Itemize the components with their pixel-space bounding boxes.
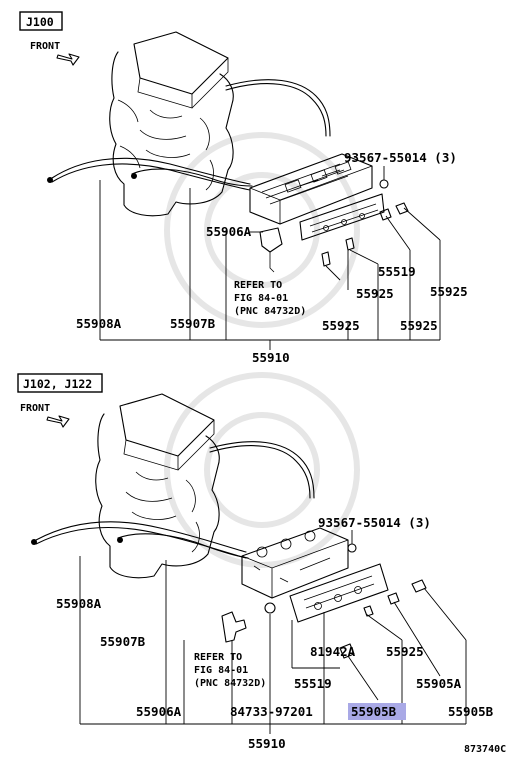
label-55906a-j100: 55906A xyxy=(206,224,252,239)
label-55925-a-j100: 55925 xyxy=(356,286,394,301)
knob-55905b-icon xyxy=(339,643,355,659)
label-55905b-j102: 55905B xyxy=(448,704,494,719)
control-panel-bezel xyxy=(299,193,385,241)
cable-end-icon xyxy=(131,173,137,179)
label-55905a-j102: 55905A xyxy=(416,676,462,691)
section-tag-j100: J100 xyxy=(26,15,54,29)
cable-55908a-inner xyxy=(35,526,247,559)
knob-55905a-icon xyxy=(387,592,400,605)
label-refer-line3-j102: (PNC 84732D) xyxy=(194,678,266,689)
cable-end-icon xyxy=(117,537,123,543)
label-55910-j100: 55910 xyxy=(252,350,290,365)
knob-55925-icon xyxy=(379,208,392,221)
cable-upper-inner xyxy=(209,445,311,499)
label-refer-line2-j102: FIG 84-01 xyxy=(194,665,248,676)
knob-55925-icon xyxy=(321,251,331,267)
bolt-icon xyxy=(347,543,357,553)
cable-end-icon xyxy=(47,177,53,183)
label-55925-b-j100: 55925 xyxy=(430,284,468,299)
cable-end-icon xyxy=(31,539,37,545)
section-j102-j122: J102, J122 FRONT xyxy=(17,373,494,751)
label-bolt-j100: 93567-55014 (3) xyxy=(344,150,457,165)
leader-lines-j100 xyxy=(99,166,441,350)
knob-55925-icon xyxy=(395,202,409,215)
label-refer-line1-j100: REFER TO xyxy=(234,280,282,291)
knob-55925-icon xyxy=(363,605,374,617)
label-55908a-j100: 55908A xyxy=(76,316,122,331)
label-55925-j102: 55925 xyxy=(386,644,424,659)
label-55519-j102: 55519 xyxy=(294,676,332,691)
engine-outline xyxy=(109,31,234,217)
section-tag-box-j102 xyxy=(17,373,103,393)
label-81942a-j102: 81942A xyxy=(310,644,356,659)
watermark xyxy=(164,132,360,568)
highlight-box xyxy=(348,703,406,720)
grommet-55519-icon xyxy=(264,602,276,614)
label-55925-c-j100: 55925 xyxy=(322,318,360,333)
label-84733-j102: 84733-97201 xyxy=(230,704,313,719)
cable-55907b xyxy=(117,533,249,559)
section-tag-box-j100 xyxy=(19,11,63,31)
label-55925-d-j100: 55925 xyxy=(400,318,438,333)
cable-55908a xyxy=(35,521,247,553)
label-55906a-j102: 55906A xyxy=(136,704,182,719)
cable-upper-inner xyxy=(225,83,327,137)
label-refer-line1-j102: REFER TO xyxy=(194,652,242,663)
bracket-55906a-icon xyxy=(259,227,283,253)
cable-55908a xyxy=(51,157,251,185)
label-55908a-j102: 55908A xyxy=(56,596,102,611)
figure-code: 873740C xyxy=(464,744,506,755)
heater-control-unit xyxy=(241,527,349,599)
knob-55905b-icon xyxy=(411,579,427,593)
label-55519-j100: 55519 xyxy=(378,264,416,279)
control-panel-bezel xyxy=(289,563,389,623)
label-55910-j102: 55910 xyxy=(248,736,286,751)
resistor-84733-icon xyxy=(221,611,247,643)
leader-lines-j102 xyxy=(79,530,467,734)
section-tag-j102: J102, J122 xyxy=(23,377,92,391)
cable-upper xyxy=(225,79,331,137)
section-j100: J100 FRONT xyxy=(19,11,468,365)
label-refer-line2-j100: FIG 84-01 xyxy=(234,293,288,304)
heater-control-unit xyxy=(249,153,373,225)
knob-55925-icon xyxy=(345,237,355,251)
front-label-j102: FRONT xyxy=(20,403,50,414)
bracket-wire-icon xyxy=(269,252,275,273)
label-55907b-j102: 55907B xyxy=(100,634,146,649)
engine-outline xyxy=(95,393,220,579)
front-arrow-icon xyxy=(56,53,80,66)
front-arrow-icon xyxy=(46,415,70,428)
cable-55907b xyxy=(131,168,253,187)
cable-upper xyxy=(209,441,315,499)
label-55907b-j100: 55907B xyxy=(170,316,216,331)
label-bolt-j102: 93567-55014 (3) xyxy=(318,515,431,530)
label-refer-line3-j100: (PNC 84732D) xyxy=(234,306,306,317)
bolt-icon xyxy=(379,179,389,189)
label-55905b-highlighted[interactable]: 55905B xyxy=(351,704,397,719)
front-label-j100: FRONT xyxy=(30,41,60,52)
